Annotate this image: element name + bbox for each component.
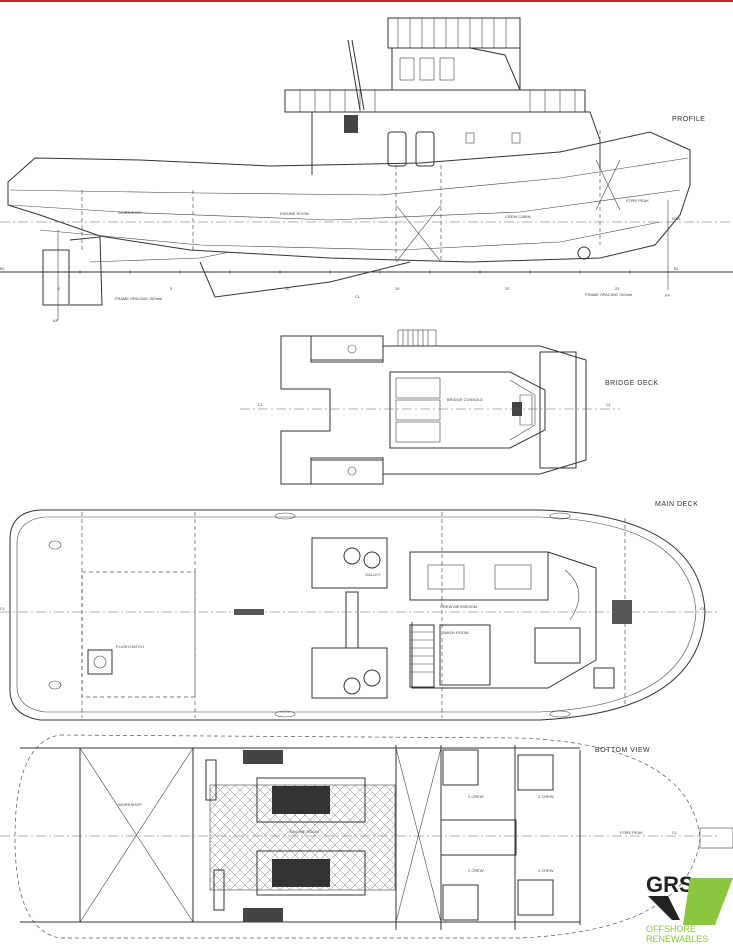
grs-logo: GRS OFFSHORE RENEWABLES (646, 872, 733, 944)
wheelhouse-plan (389, 371, 546, 449)
hull-outline (7, 131, 691, 263)
main-deck-view: FLUSH HATCH MAIN DECK CL CL GALLEY CREW … (0, 501, 720, 721)
frame-ticks (79, 270, 631, 274)
frame-number: 20 (505, 286, 510, 291)
baseline-label: BL (674, 266, 680, 271)
frame-number: 10 (285, 286, 290, 291)
room-label: 2 CREW (538, 868, 554, 873)
rudder (42, 249, 70, 306)
mess-seating (409, 551, 549, 601)
logo-line2: RENEWABLES (646, 934, 708, 944)
frame-number: 0 (58, 286, 61, 291)
room-label: WORKSHOP (118, 802, 142, 807)
top-accent-bar (0, 0, 733, 2)
compartment-label: WORKSHOP (118, 210, 142, 215)
flush-hatch (87, 649, 113, 675)
room-label: FORE PEAK (620, 830, 643, 835)
centerline-label: CL (672, 830, 678, 835)
main-engine-port (256, 777, 366, 823)
compartment-label: FORE PEAK (626, 198, 649, 203)
dwl-label: DWL (672, 216, 682, 221)
room-label: 2 CREW (468, 868, 484, 873)
profile-title: PROFILE (672, 116, 705, 123)
hatch-label: FLUSH HATCH (116, 644, 144, 649)
main-engine-starboard (256, 850, 366, 896)
stair (397, 329, 437, 347)
frame-spacing-label: FRAME SPACING 760mm (585, 292, 633, 297)
vent-grille (344, 115, 358, 133)
room-label: WASH ROOM (443, 630, 468, 635)
door (415, 131, 435, 167)
baseline-label: BL (0, 266, 6, 271)
centerline-label: CL (0, 606, 6, 611)
room-label: ENGINE ROOM (290, 829, 319, 834)
room-label: GALLEY (365, 572, 381, 577)
frame-spacing-label: FRAME SPACING 760mm (115, 296, 163, 301)
logo-wordmark: GRS (646, 872, 694, 897)
bottom-view: BOTTOM VIEW CL WORKSHOP ENGINE ROOM 2 CR… (0, 734, 733, 939)
fp-label: FP (665, 293, 670, 298)
centerline-label: CL (700, 606, 706, 611)
main-deck-outline (9, 509, 706, 721)
bow-thruster (577, 246, 591, 260)
compartment-label: CREW CABIN (505, 214, 531, 219)
room-label: CREW MESSROOM (440, 604, 477, 609)
wheelhouse-rail (387, 17, 521, 49)
mast (347, 39, 365, 111)
frame-number: 25 (615, 286, 620, 291)
main-deck-title: MAIN DECK (655, 501, 698, 508)
door (387, 131, 407, 167)
midship-mark: CL (355, 294, 361, 299)
compartment-label: ENGINE ROOM (280, 211, 309, 216)
room-label: 2 CREW (538, 794, 554, 799)
frame-number: 5 (170, 286, 173, 291)
bridge-deck-title: BRIDGE DECK (605, 380, 659, 387)
frame-number: 15 (395, 286, 400, 291)
centerline-label: CL (606, 402, 612, 407)
room-label: 2 CREW (468, 794, 484, 799)
centerline-label: CL (258, 402, 264, 407)
ap-label: AP (53, 318, 59, 323)
logo-line1: OFFSHORE (646, 924, 696, 934)
bridge-deck-view: BRIDGE DECK CL CL BRIDGE CONSOLE (240, 329, 659, 485)
console-label: BRIDGE CONSOLE (447, 397, 483, 402)
bottom-view-title: BOTTOM VIEW (595, 747, 650, 754)
profile-view: 0 5 10 15 20 25 PROFILE CL DWL BL BL AP … (0, 17, 733, 323)
skeg (199, 261, 411, 298)
